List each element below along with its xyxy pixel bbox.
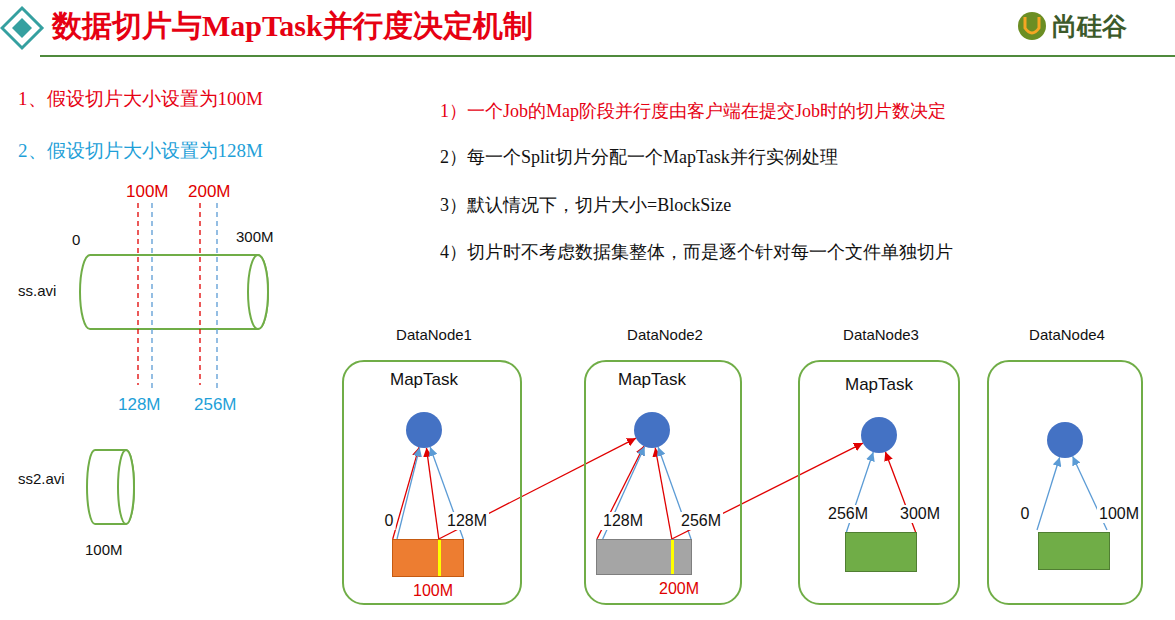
size-label: 256M [194, 395, 237, 415]
page-title: 数据切片与MapTask并行度决定机制 [52, 9, 533, 44]
arrow-line [655, 448, 672, 539]
data-block: 0128M100M [392, 539, 464, 577]
logo-icon [1018, 12, 1046, 40]
size-label: 200M [188, 182, 231, 202]
node-heading: DataNode2 [625, 326, 705, 343]
offset-label: 256M [826, 505, 870, 523]
datanode-box: DataNode1MapTask0128M100M [342, 360, 522, 605]
datanode-box: DataNode40100M [987, 360, 1143, 605]
node-heading: DataNode3 [841, 326, 921, 343]
maptask-circle [1047, 422, 1083, 458]
title-icon [12, 18, 32, 38]
file-name: ss2.avi [18, 470, 65, 487]
split-line [199, 203, 200, 385]
maptask-circle: MapTask [634, 412, 670, 448]
offset-label: 128M [601, 512, 645, 530]
logo-icon [1025, 17, 1039, 33]
size-label: 100M [126, 182, 169, 202]
split-arrows [597, 446, 691, 539]
maptask-circle: MapTask [406, 412, 442, 448]
size-label: 0 [72, 231, 80, 248]
file-cylinder [87, 450, 134, 524]
split-arrow [1037, 457, 1060, 530]
offset-label: 100M [411, 582, 455, 600]
offset-label: 100M [1097, 505, 1141, 523]
file-name: ss.avi [18, 282, 56, 299]
data-block: 128M256M200M [596, 539, 692, 575]
task-label: MapTask [843, 375, 915, 395]
datanode-box: DataNode2MapTask128M256M200M [584, 360, 742, 605]
case-heading: 2、假设切片大小设置为128M [18, 140, 263, 162]
offset-label: 128M [445, 512, 489, 530]
rule-text: 1）一个Job的Map阶段并行度由客户端在提交Job时的切片数决定 [440, 101, 946, 122]
block-line [151, 203, 152, 390]
offset-label: 0 [383, 512, 396, 530]
node-heading: DataNode4 [1027, 326, 1107, 343]
cross-block-arrow [672, 443, 863, 539]
file-cylinder-cap [118, 450, 134, 524]
split-line [137, 203, 138, 385]
arrow-line [426, 448, 438, 539]
size-label: 128M [118, 395, 161, 415]
rule-text: 4）切片时不考虑数据集整体，而是逐个针对每一个文件单独切片 [440, 242, 953, 263]
file-cylinder-cap [248, 255, 268, 329]
offset-label: 0 [1019, 505, 1032, 523]
title-icon [2, 8, 42, 48]
datanode-box: DataNode3MapTask256M300M [798, 360, 960, 605]
arrow-line [672, 443, 863, 539]
size-label: 300M [236, 228, 274, 245]
data-block: 0100M [1038, 532, 1110, 570]
case-heading: 1、假设切片大小设置为100M [18, 88, 263, 110]
task-label: MapTask [388, 370, 460, 390]
rule-text: 2）每一个Split切片分配一个MapTask并行实例处理 [440, 147, 838, 168]
node-heading: DataNode1 [394, 326, 474, 343]
size-label: 100M [85, 541, 123, 558]
rule-text: 3）默认情况下，切片大小=BlockSize [440, 195, 731, 216]
maptask-circle: MapTask [861, 417, 897, 453]
task-label: MapTask [616, 370, 688, 390]
split-marker [671, 540, 674, 574]
logo-text: 尚硅谷 [1052, 12, 1127, 41]
offset-label: 256M [679, 512, 723, 530]
header-rule [40, 55, 1175, 57]
split-marker [438, 540, 441, 576]
offset-label: 300M [898, 505, 942, 523]
data-block: 256M300M [845, 532, 917, 572]
file-cylinder [80, 255, 268, 329]
arrow-line [397, 447, 420, 539]
offset-label: 200M [657, 580, 701, 598]
arrow-line [393, 447, 419, 539]
block-line [216, 203, 217, 390]
